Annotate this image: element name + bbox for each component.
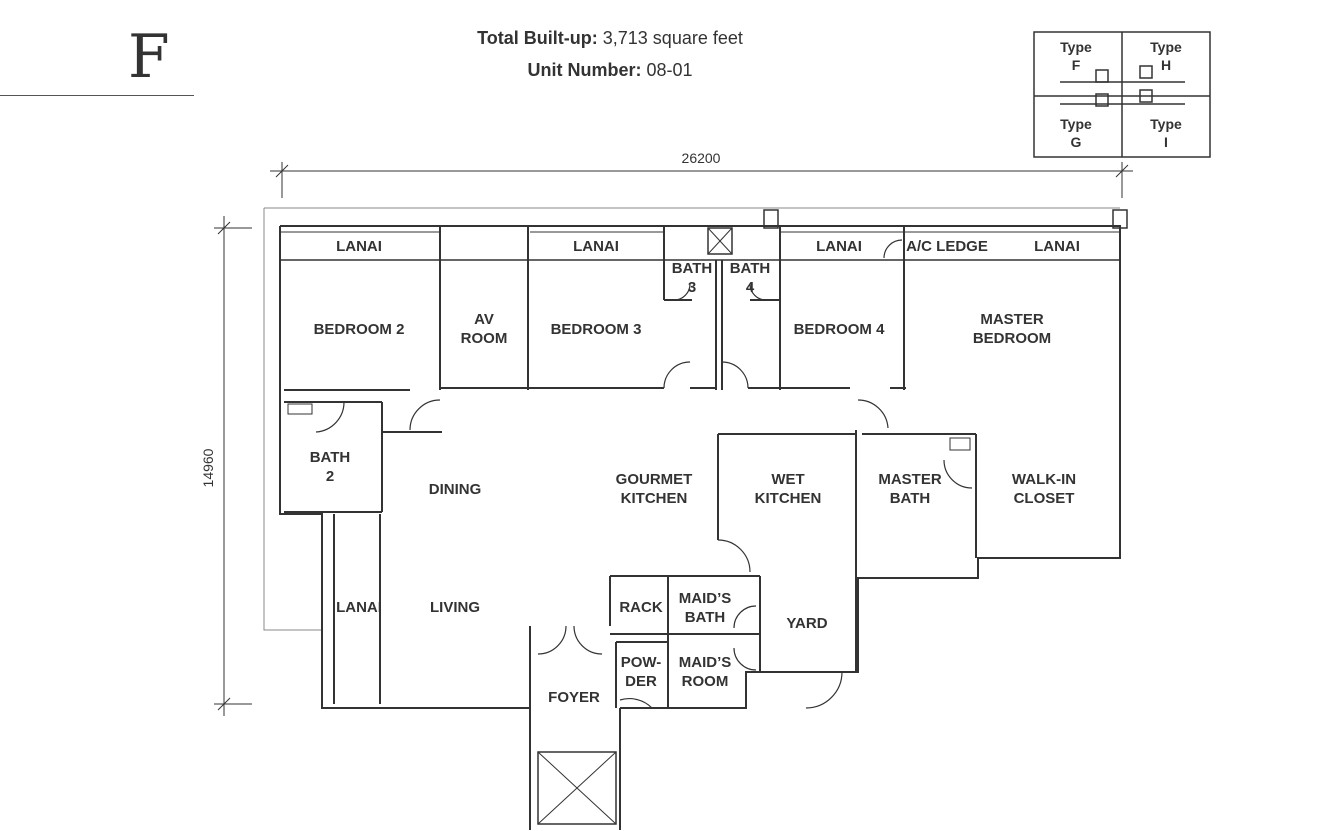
room-living: LIVING xyxy=(430,599,480,616)
room-master-bedroom-line2: BEDROOM xyxy=(973,330,1051,347)
room-lanai-side: LANAI xyxy=(336,599,382,616)
depth-dimension xyxy=(214,216,252,716)
door-swings xyxy=(315,239,973,709)
walls xyxy=(263,207,1128,830)
room-master-bath-line1: MASTER xyxy=(878,471,942,488)
room-master-bath-line2: BATH xyxy=(890,490,931,507)
room-bedroom-3: BEDROOM 3 xyxy=(551,321,642,338)
room-bath-4-line2: 4 xyxy=(746,279,755,296)
room-maids-room-line2: ROOM xyxy=(682,673,729,690)
unit-number-label: Unit Number: xyxy=(527,60,642,80)
key-type-h-word: Type xyxy=(1150,39,1182,55)
width-dimension xyxy=(270,162,1133,198)
unit-number: Unit Number: 08-01 xyxy=(400,60,820,81)
room-foyer: FOYER xyxy=(548,689,600,706)
key-type-i-letter: I xyxy=(1164,134,1168,150)
room-dining: DINING xyxy=(429,481,482,498)
room-maids-bath-line1: MAID’S xyxy=(679,590,732,607)
total-builtup: Total Built-up: 3,713 square feet xyxy=(400,28,820,49)
key-type-i-word: Type xyxy=(1150,116,1182,132)
room-powder-line2: DER xyxy=(625,673,657,690)
unit-type-letter: F xyxy=(128,22,170,92)
room-ac-ledge: A/C LEDGE xyxy=(906,238,988,255)
title-underline xyxy=(0,95,194,96)
room-rack: RACK xyxy=(619,599,662,616)
room-lanai-4: LANAI xyxy=(1034,238,1080,255)
room-powder-line1: POW- xyxy=(621,654,662,671)
key-type-f-letter: F xyxy=(1072,57,1081,73)
key-type-f-word: Type xyxy=(1060,39,1092,55)
room-lanai-1: LANAI xyxy=(336,238,382,255)
key-type-g-letter: G xyxy=(1071,134,1082,150)
room-master-bedroom-line1: MASTER xyxy=(980,311,1044,328)
room-lanai-3: LANAI xyxy=(816,238,862,255)
key-type-g-word: Type xyxy=(1060,116,1092,132)
key-type-h-letter: H xyxy=(1161,57,1171,73)
room-bath-4-line1: BATH xyxy=(730,260,771,277)
unit-number-value: 08-01 xyxy=(646,60,693,80)
room-walk-in-closet-line2: CLOSET xyxy=(1014,490,1075,507)
room-walk-in-closet-line1: WALK-IN xyxy=(1012,471,1076,488)
room-bedroom-4: BEDROOM 4 xyxy=(794,321,886,338)
room-maids-room-line1: MAID’S xyxy=(679,654,732,671)
room-yard: YARD xyxy=(786,615,827,632)
key-plan xyxy=(1033,31,1211,158)
room-maids-bath-line2: BATH xyxy=(685,609,726,626)
room-bath-3-line1: BATH xyxy=(672,260,713,277)
room-wet-kitchen-line1: WET xyxy=(771,471,804,488)
room-gourmet-kitchen-line2: KITCHEN xyxy=(621,490,688,507)
room-bath-2-line1: BATH xyxy=(310,449,351,466)
room-av-room-line2: ROOM xyxy=(461,330,508,347)
room-bedroom-2: BEDROOM 2 xyxy=(314,321,405,338)
total-builtup-label: Total Built-up: xyxy=(477,28,598,48)
room-wet-kitchen-line2: KITCHEN xyxy=(755,490,822,507)
room-gourmet-kitchen-line1: GOURMET xyxy=(616,471,693,488)
room-lanai-2: LANAI xyxy=(573,238,619,255)
depth-dimension-label: 14960 xyxy=(200,448,216,487)
room-av-room-line1: AV xyxy=(474,311,494,328)
room-bath-3-line2: 3 xyxy=(688,279,696,296)
room-bath-2-line2: 2 xyxy=(326,468,334,485)
total-builtup-value: 3,713 square feet xyxy=(602,28,743,48)
width-dimension-label: 26200 xyxy=(682,150,721,166)
